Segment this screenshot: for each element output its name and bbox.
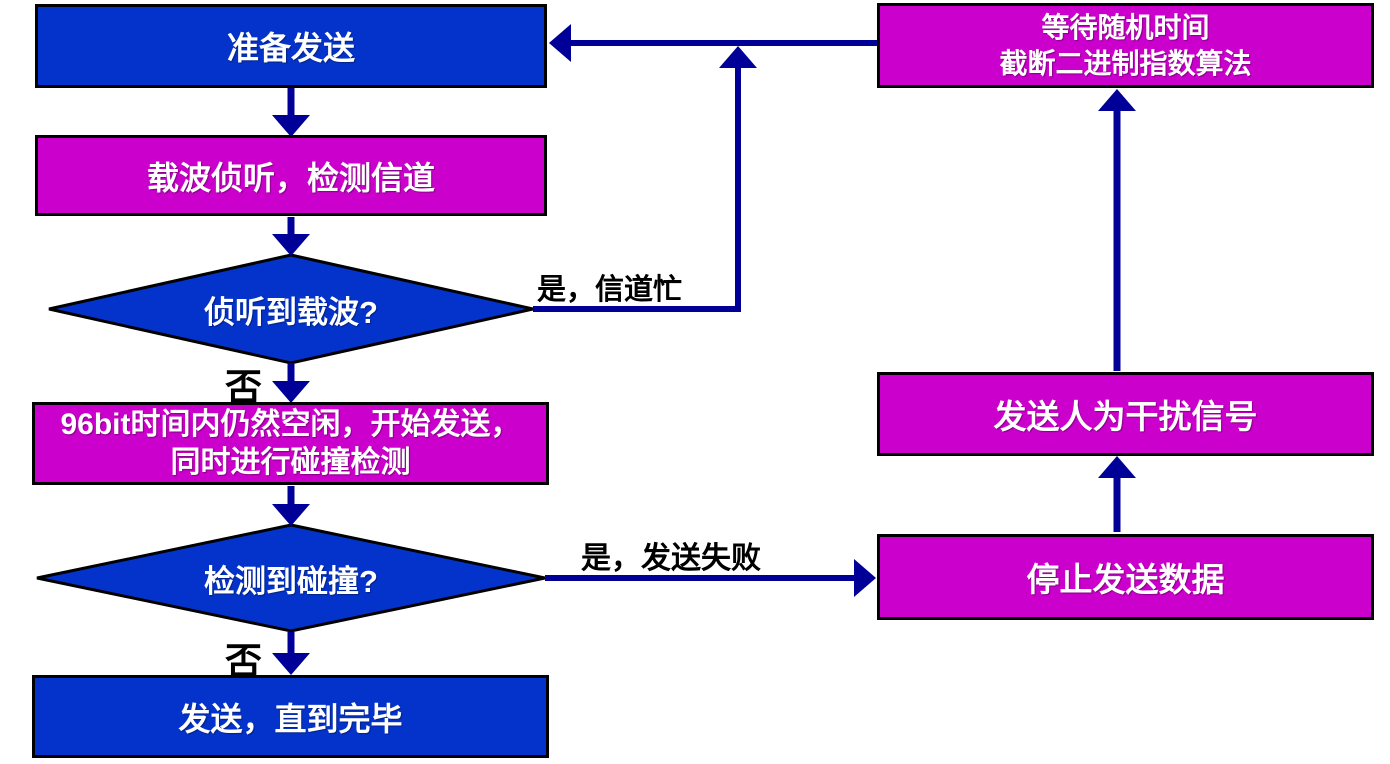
node-start-send-line1: 96bit时间内仍然空闲，开始发送， — [60, 407, 521, 441]
node-start-send-line2: 同时进行碰撞检测 — [170, 445, 411, 479]
arrowhead-channel-busy-up — [719, 46, 757, 68]
node-prepare-send-label: 准备发送 — [226, 30, 355, 66]
decision-collision-detected-label: 检测到碰撞? — [204, 563, 378, 599]
node-stop-sending-label: 停止发送数据 — [1026, 561, 1225, 598]
arrowhead-start-send-to-decision2 — [272, 504, 310, 526]
decision-collision-detected-text: 检测到碰撞? — [91, 556, 491, 600]
arrowhead-into-stop — [854, 559, 876, 597]
node-send-jam-signal: 发送人为干扰信号 — [877, 372, 1374, 456]
arrowhead-decision2-to-send-done — [272, 653, 310, 675]
label-no-carrier: 否 — [225, 367, 262, 408]
arrowhead-into-prepare — [549, 24, 571, 62]
decision-carrier-detected-label: 侦听到载波? — [204, 294, 378, 330]
arrowhead-carrier-sense-to-decision1 — [272, 234, 310, 256]
decision-collision-detected-shape — [36, 523, 546, 633]
arrowhead-jam-to-wait-random — [1098, 89, 1136, 111]
label-yes-channel-busy: 是，信道忙 — [537, 274, 683, 306]
arrowhead-decision1-to-start-send — [272, 381, 310, 403]
node-send-jam-signal-label: 发送人为干扰信号 — [993, 398, 1258, 435]
arrowhead-prepare-to-carrier-sense — [272, 115, 310, 137]
arrowhead-stop-to-jam — [1098, 456, 1136, 478]
node-wait-random-line2: 截断二进制指数算法 — [999, 47, 1252, 79]
node-send-until-done: 发送，直到完毕 — [32, 675, 549, 758]
node-send-until-done-label: 发送，直到完毕 — [178, 700, 403, 737]
node-wait-random-backoff: 等待随机时间 截断二进制指数算法 — [877, 3, 1374, 88]
decision-carrier-detected-text: 侦听到载波? — [91, 287, 491, 331]
label-no-collision: 否 — [225, 641, 262, 682]
node-carrier-sense: 载波侦听，检测信道 — [35, 135, 547, 216]
node-stop-sending: 停止发送数据 — [877, 534, 1374, 620]
edge-decision1-channel-busy — [533, 66, 741, 312]
node-start-send-96bit: 96bit时间内仍然空闲，开始发送， 同时进行碰撞检测 — [32, 402, 549, 485]
node-wait-random-line1: 等待随机时间 — [1041, 11, 1210, 43]
node-carrier-sense-label: 载波侦听，检测信道 — [146, 159, 435, 196]
label-yes-send-failed: 是，发送失败 — [581, 542, 761, 575]
node-prepare-send: 准备发送 — [35, 4, 547, 88]
